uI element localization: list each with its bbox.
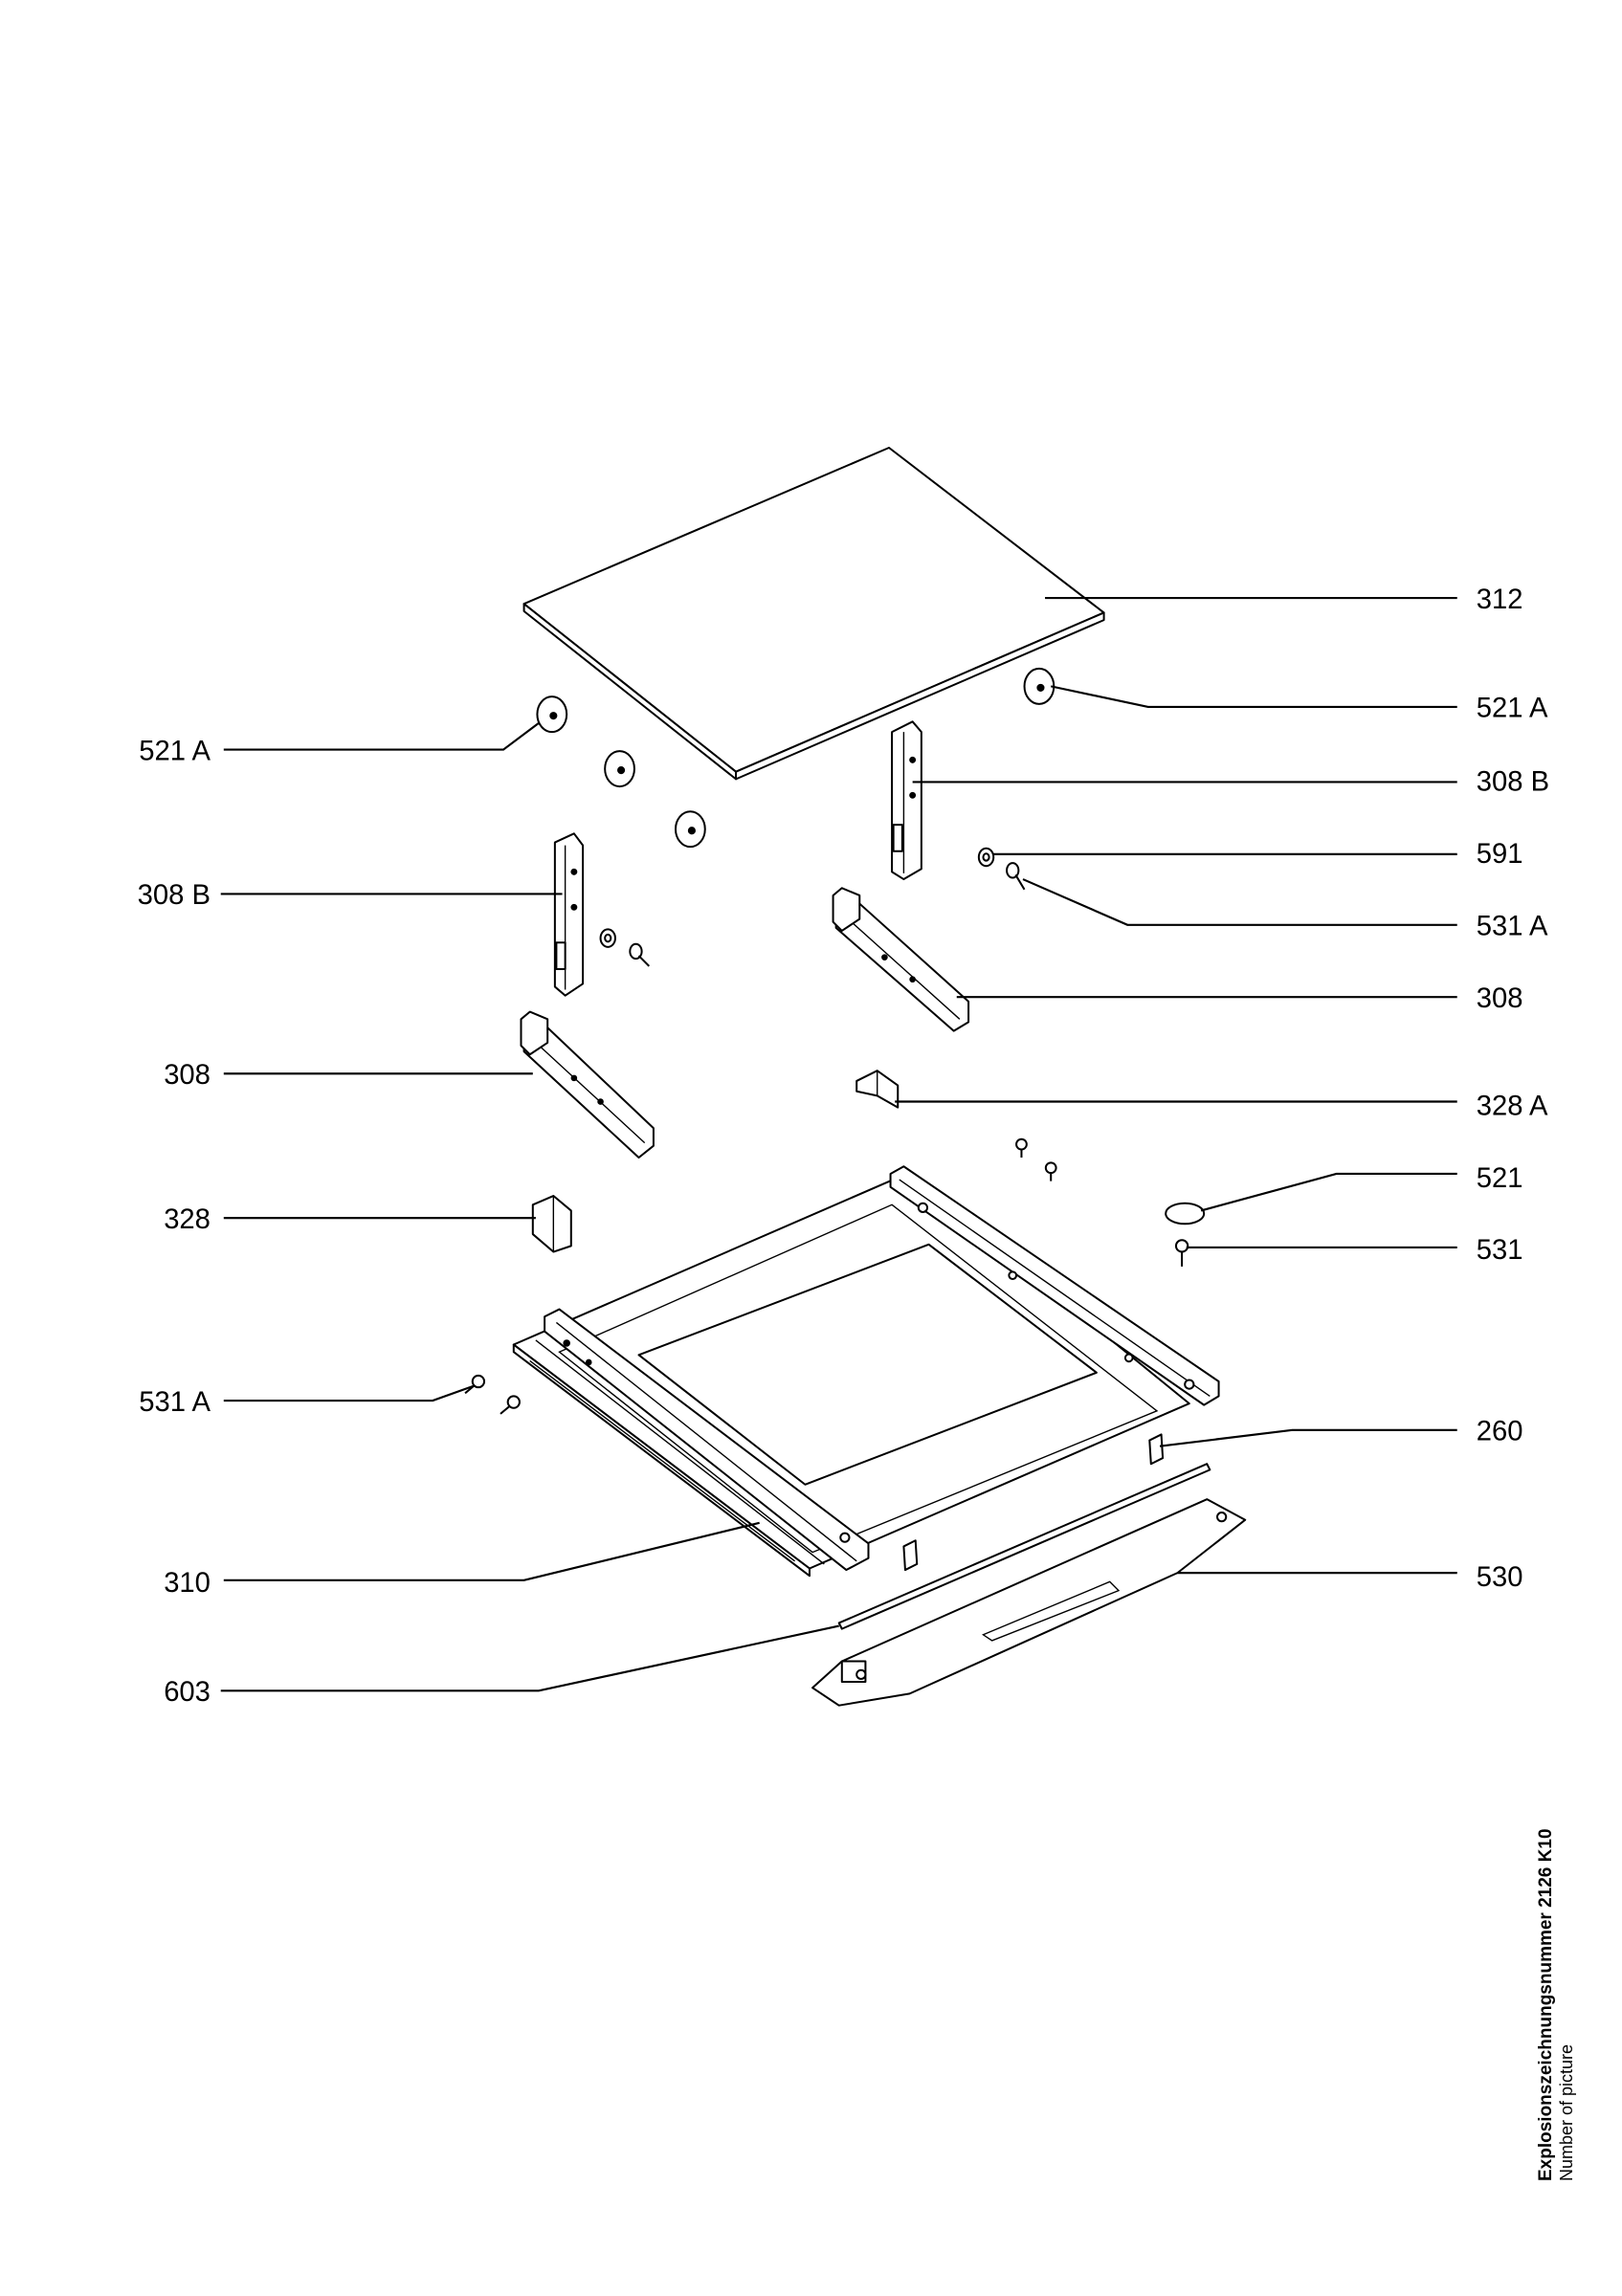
callout-310: 310 bbox=[164, 1568, 211, 1599]
frame-rails bbox=[535, 1165, 1220, 1572]
leader-lines bbox=[220, 596, 1457, 1692]
screw-upper-right bbox=[1006, 862, 1026, 891]
callout-labels: 312 521 A 308 B 591 531 A 308 328 A 521 … bbox=[138, 585, 1549, 1708]
drawing-number-title: Explosionszeichnungsnummer 2126 K10 bbox=[1536, 1828, 1556, 2181]
callout-328A: 328 A bbox=[1477, 1091, 1548, 1121]
screw-531-c bbox=[1044, 1161, 1057, 1181]
screw-upper-left bbox=[629, 942, 651, 967]
part-308-rail-left bbox=[520, 1010, 655, 1159]
callout-308B-right: 308 B bbox=[1477, 767, 1549, 798]
part-591-washer bbox=[599, 847, 995, 948]
part-530-handle bbox=[811, 1498, 1247, 1707]
part-308-rail-right bbox=[832, 887, 970, 1032]
screw-531-a bbox=[1174, 1239, 1189, 1267]
callout-531: 531 bbox=[1477, 1235, 1523, 1266]
callout-308-right: 308 bbox=[1477, 983, 1523, 1014]
part-328-clip bbox=[531, 1195, 572, 1253]
callout-530: 530 bbox=[1477, 1562, 1523, 1593]
callout-531A-left: 531 A bbox=[139, 1387, 211, 1418]
callout-308-left: 308 bbox=[164, 1060, 211, 1091]
callout-260: 260 bbox=[1477, 1417, 1523, 1447]
callout-531A-right: 531 A bbox=[1477, 912, 1548, 942]
part-312-glass-plate bbox=[522, 446, 1105, 781]
drawing-number-caption: Explosionszeichnungsnummer 2126 K10 Numb… bbox=[1536, 1828, 1577, 2181]
callout-521A-left: 521 A bbox=[139, 736, 211, 766]
screw-lower-left-2 bbox=[500, 1395, 521, 1415]
part-308B-bracket-right bbox=[891, 720, 922, 881]
buffer-right bbox=[1023, 667, 1055, 705]
part-308B-bracket-left bbox=[553, 832, 585, 997]
buffer-top-left bbox=[536, 695, 568, 734]
part-521A-buffers bbox=[536, 667, 1055, 849]
screw-lower-left-1 bbox=[464, 1374, 486, 1395]
part-260-clips bbox=[902, 1433, 1165, 1572]
callout-328: 328 bbox=[164, 1204, 211, 1235]
buffer-lower-left bbox=[674, 810, 706, 849]
part-603-seal-strip bbox=[837, 1463, 1211, 1630]
callout-603: 603 bbox=[164, 1677, 211, 1708]
part-531A-screws bbox=[464, 862, 1026, 1415]
callout-521A-right: 521 A bbox=[1477, 694, 1548, 724]
buffer-mid-left bbox=[604, 750, 635, 788]
screw-531-b bbox=[1015, 1137, 1028, 1159]
callout-312: 312 bbox=[1477, 585, 1523, 615]
part-328A-clip bbox=[855, 1070, 900, 1109]
callout-308B-left: 308 B bbox=[138, 880, 211, 911]
callout-591: 591 bbox=[1477, 839, 1523, 870]
drawing-number-subtitle: Number of picture bbox=[1556, 2043, 1576, 2181]
callout-521: 521 bbox=[1477, 1163, 1523, 1194]
